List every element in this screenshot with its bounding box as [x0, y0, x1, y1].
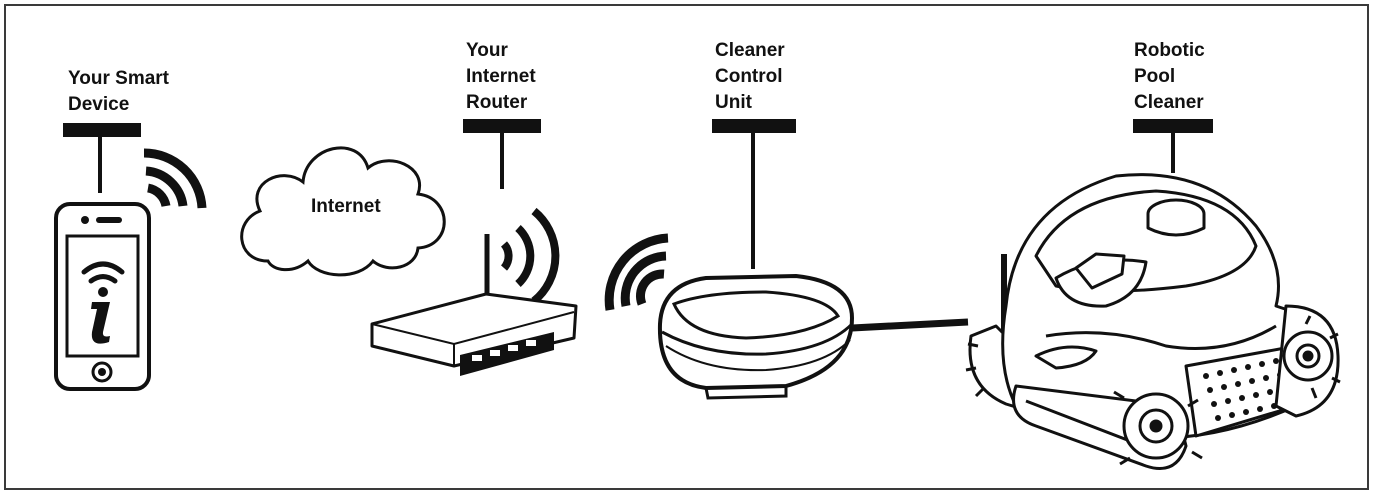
label-pool-cleaner: Robotic Pool Cleaner: [1134, 40, 1205, 113]
cloud-icon: [240, 146, 446, 277]
label-router: Your Internet Router: [466, 40, 536, 113]
cloud-label: Internet: [311, 196, 381, 217]
callout-stem-control-unit: [751, 133, 755, 269]
label-smart-device: Your Smart Device: [68, 68, 170, 115]
wifi-signal-icon: [500, 207, 560, 305]
callout-bar-router: [463, 119, 541, 133]
diagram-artwork: [54, 146, 1341, 470]
callout-stem-smart-device: [98, 137, 102, 193]
callout-bar-control-unit: [712, 119, 796, 133]
label-control-unit: Cleaner Control Unit: [715, 40, 785, 113]
wifi-signal-icon: [604, 233, 669, 311]
callout-bar-smart-device: [63, 123, 141, 137]
router-icon: [370, 207, 578, 376]
info-i-icon: [81, 261, 125, 344]
diagram-frame: Your Smart Device Your Internet Router C…: [4, 4, 1369, 490]
cable: [851, 318, 969, 332]
callout-stem-pool-cleaner: [1171, 133, 1175, 173]
robotic-cleaner-icon: [965, 173, 1341, 470]
callout-stem-router: [500, 133, 504, 189]
wifi-signal-icon: [143, 148, 207, 209]
smartphone-icon: [54, 202, 151, 391]
control-unit-icon: [657, 273, 855, 400]
callout-bar-pool-cleaner: [1133, 119, 1213, 133]
